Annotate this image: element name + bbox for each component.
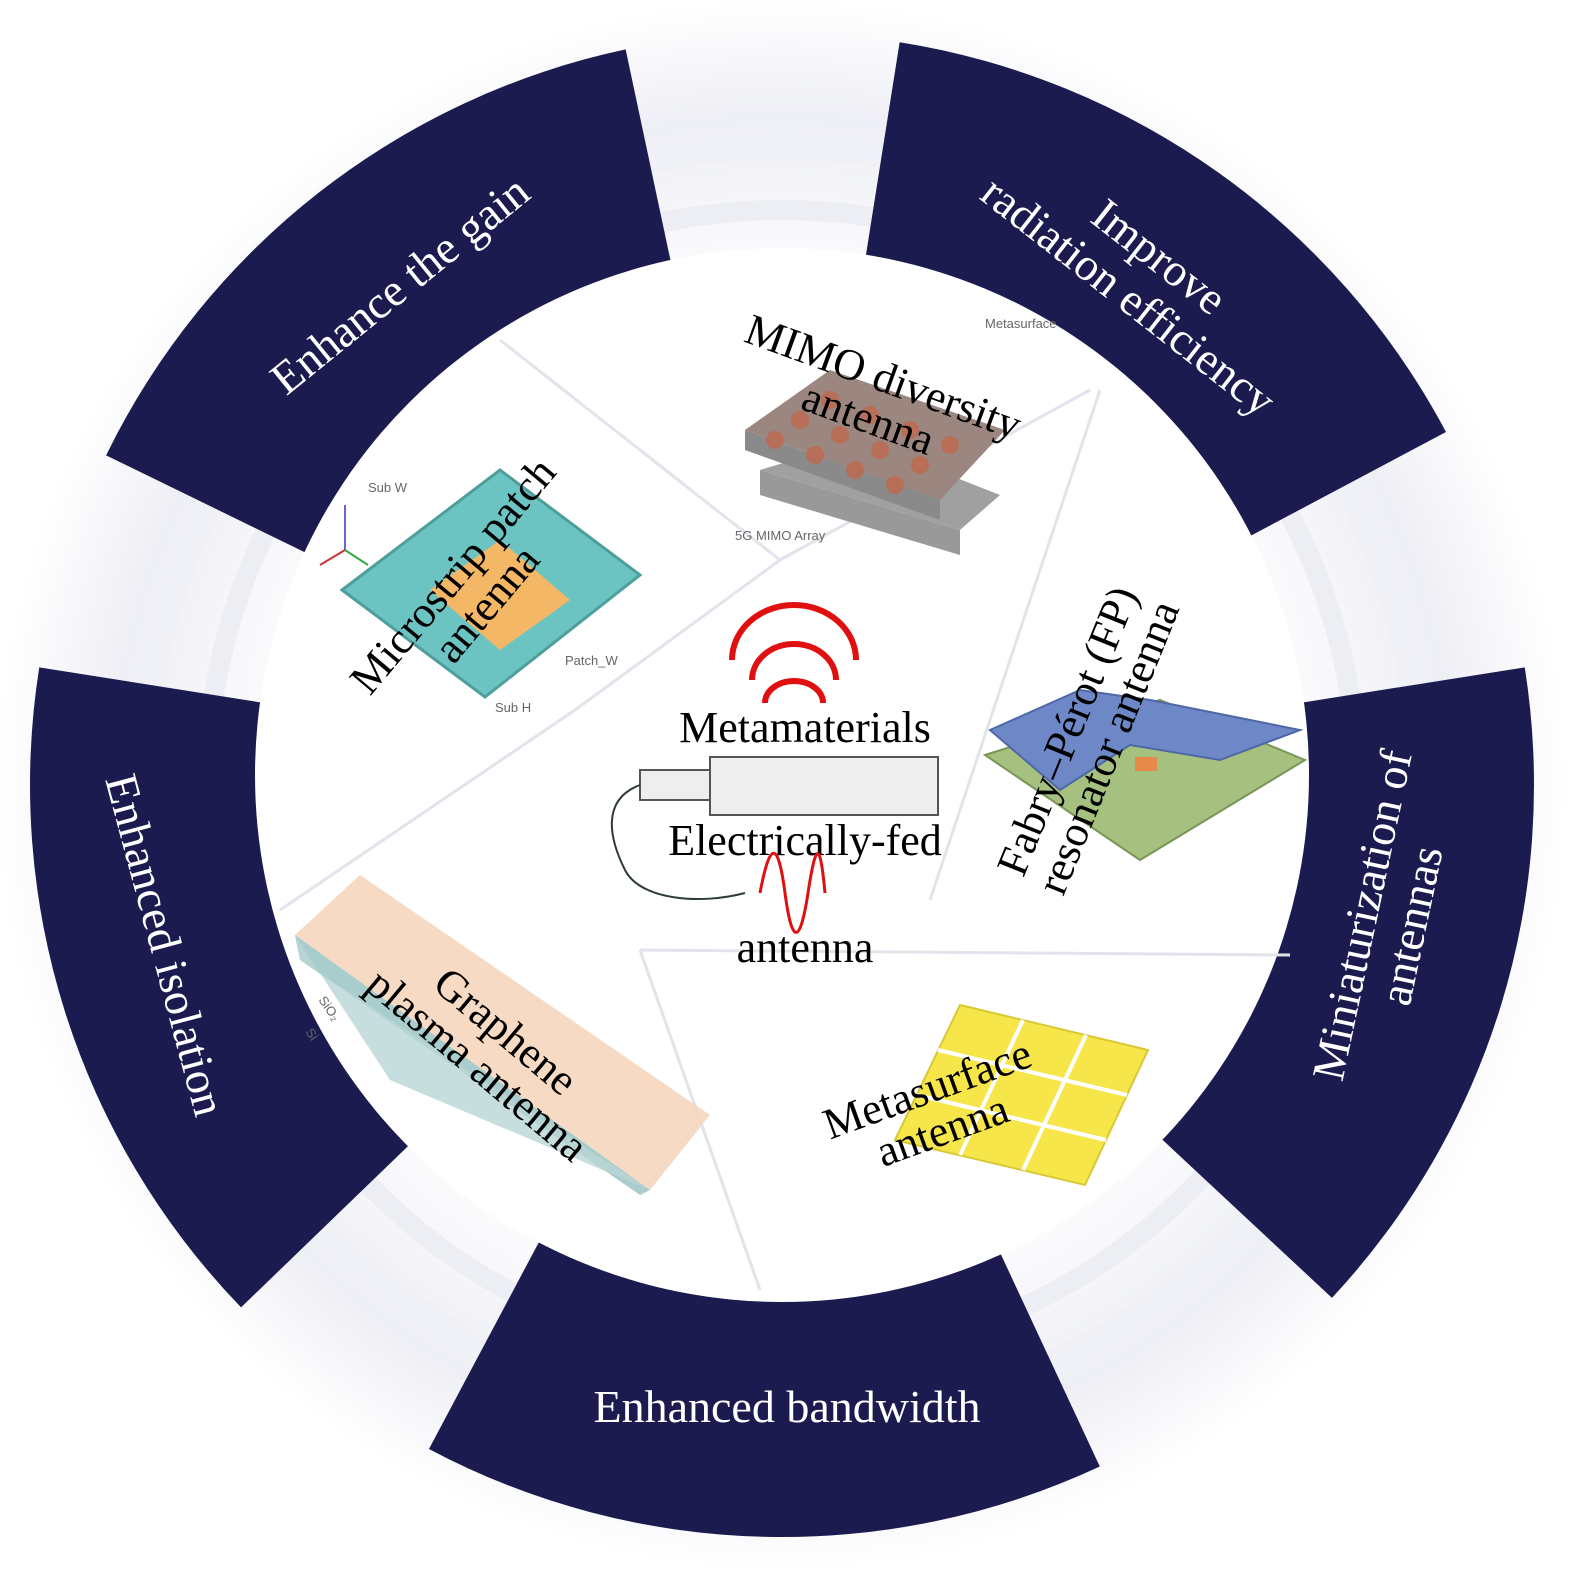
mimo-antenna-figure: Metasurface 5G MIMO Array MIMO diversity… [735,304,1057,555]
center-label-electrically-fed: Electrically-fed [668,816,942,865]
radiating-waves-icon [729,602,859,704]
band-label-bandwidth: Enhanced bandwidth [593,1381,980,1432]
band-enhance-gain [106,49,678,564]
band-isolation [29,667,419,1308]
microstrip-patchw-label: Patch_W [565,653,618,668]
microstrip-subw-label: Sub W [368,480,408,495]
band-bandwidth [428,1230,1100,1537]
center-metamaterial-antenna: Metamaterials Electrically-fed antenna [610,602,942,972]
mimo-metasurface-label: Metasurface [985,316,1057,331]
metasurface-antenna-figure: Metasurface antenna [817,1003,1150,1187]
band-radiation-efficiency [860,42,1446,548]
center-label-antenna: antenna [737,923,874,972]
feed-connector-icon [610,756,939,901]
microstrip-subh-label: Sub H [495,700,531,715]
center-label-metamaterials: Metamaterials [679,703,931,752]
band-miniaturization [1151,667,1534,1298]
sine-wave-icon [758,852,827,934]
outer-bands [29,42,1534,1537]
mimo-array-label: 5G MIMO Array [735,528,826,543]
